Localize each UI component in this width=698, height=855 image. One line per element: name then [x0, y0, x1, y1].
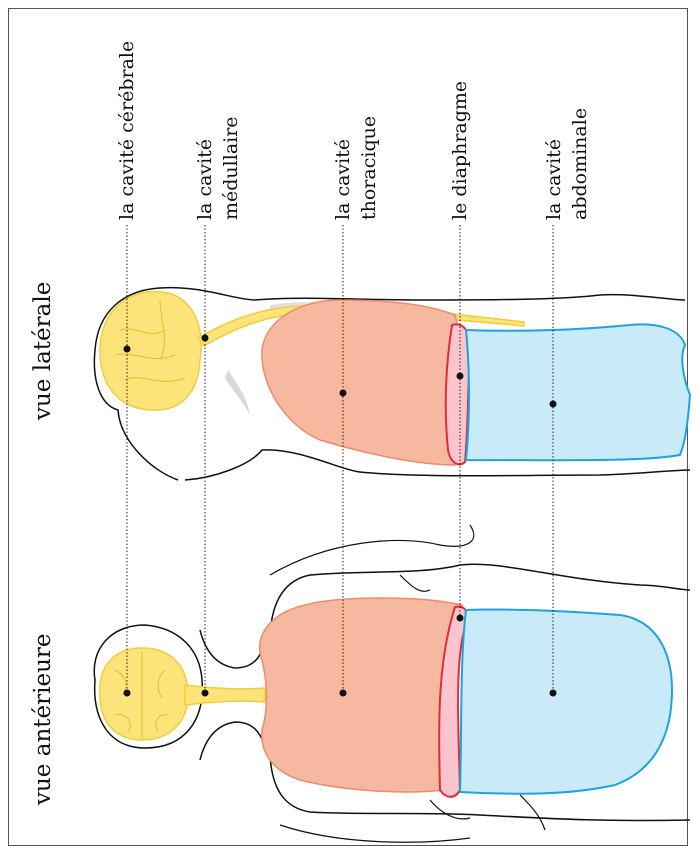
dot-lateral-cerebrale [123, 345, 131, 353]
dot-lateral-diaphragme [456, 372, 464, 380]
lateral-diaphragm [444, 323, 472, 466]
lateral-cerebral-cavity [99, 290, 202, 411]
label-cerebrale: la cavité cérébrale [116, 41, 138, 220]
dot-anterior-cerebrale [123, 689, 131, 697]
dot-lateral-medullaire [201, 334, 209, 342]
label-abdominale: la cavité abdominale [543, 108, 591, 220]
dot-lateral-thoracique [339, 389, 347, 397]
lateral-abdominal-cavity [464, 323, 692, 462]
lateral-body-outline [93, 286, 691, 481]
anterior-view [93, 524, 691, 843]
cavity-labels: la cavité cérébrale la cavité médullaire… [116, 41, 591, 220]
dot-anterior-diaphragme [456, 614, 464, 622]
anterior-medullary-cavity [184, 684, 266, 706]
anterior-abdominal-cavity [458, 608, 674, 795]
anterior-arm-bottom [279, 794, 546, 843]
anterior-arm-top [269, 524, 475, 592]
leader-lines [126, 225, 554, 693]
lateral-shoulder-shade [225, 370, 250, 415]
anterior-body-outline [199, 563, 691, 822]
anterior-cerebral-cavity [99, 647, 189, 741]
label-medullaire: la cavité médullaire [194, 116, 242, 220]
dot-lateral-abdominale [549, 400, 557, 408]
dot-anterior-abdominale [549, 689, 557, 697]
marker-dots [123, 334, 557, 697]
label-diaphragme: le diaphragme [449, 81, 471, 220]
dot-anterior-thoracique [339, 689, 347, 697]
lateral-thoracic-cavity [261, 299, 461, 466]
view-title-lateral: vue latérale [30, 282, 56, 421]
dot-anterior-medullaire [201, 689, 209, 697]
anterior-brain-folds [114, 652, 169, 738]
anterior-head-outline [93, 624, 203, 749]
label-thoracique: la cavité thoracique [332, 116, 380, 220]
view-title-anterior: vue antérieure [30, 634, 56, 807]
lateral-view [93, 286, 692, 481]
lateral-brain-folds [114, 299, 186, 382]
anterior-thoracic-cavity [259, 597, 463, 793]
